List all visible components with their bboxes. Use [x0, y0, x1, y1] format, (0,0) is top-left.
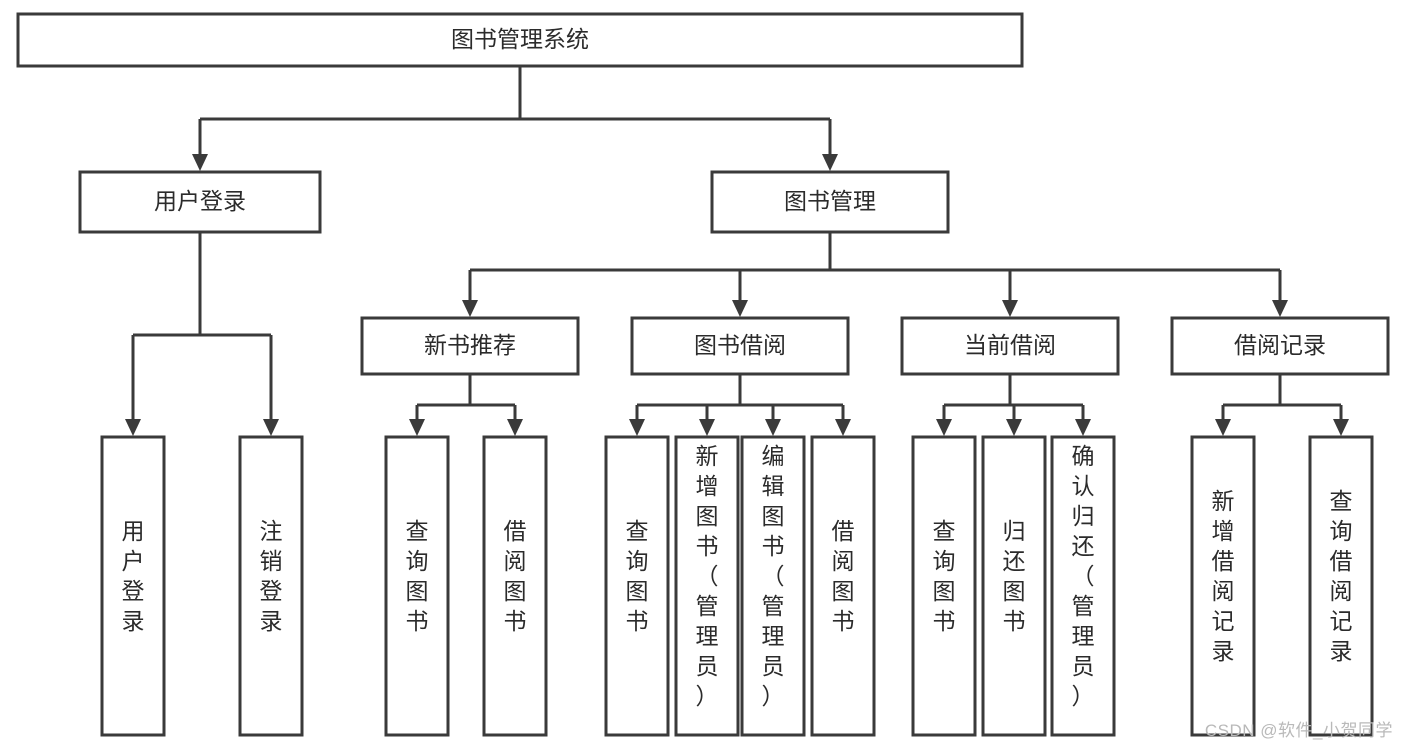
- arrowhead-icon: [629, 419, 645, 436]
- node-box: [674, 435, 740, 737]
- node-box: [900, 316, 1120, 376]
- node-box: [16, 12, 1024, 68]
- arrowhead-icon: [1006, 419, 1022, 436]
- connector-book-manage: [462, 232, 1288, 317]
- arrowhead-icon: [1002, 300, 1018, 317]
- node-box: [360, 316, 580, 376]
- node-leaf-confirm-return[interactable]: 确认归还（管理员）: [1050, 435, 1116, 737]
- arrowhead-icon: [409, 419, 425, 436]
- arrowhead-icon: [507, 419, 523, 436]
- node-box: [1308, 435, 1374, 737]
- arrowhead-icon: [125, 419, 141, 436]
- node-new-book-recommend[interactable]: 新书推荐: [360, 316, 580, 376]
- node-box: [1190, 435, 1256, 737]
- node-leaf-query-book-rec[interactable]: 查询图书: [384, 435, 450, 737]
- node-label: 新书推荐: [424, 332, 516, 358]
- node-borrow-record[interactable]: 借阅记录: [1170, 316, 1390, 376]
- node-label: 用户登录: [122, 518, 145, 634]
- node-leaf-add-record[interactable]: 新增借阅记录: [1190, 435, 1256, 737]
- arrowhead-icon: [1333, 419, 1349, 436]
- node-leaf-return-book[interactable]: 归还图书: [981, 435, 1047, 737]
- node-label: 查询图书: [933, 518, 956, 634]
- node-label: 归还图书: [1003, 518, 1026, 634]
- connector-borrow-record: [1215, 374, 1349, 436]
- node-label: 注销登录: [260, 518, 283, 634]
- arrowhead-icon: [936, 419, 952, 436]
- node-label: 查询借阅记录: [1330, 488, 1353, 664]
- arrowhead-icon: [732, 300, 748, 317]
- node-box: [238, 435, 304, 737]
- node-leaf-query-book-borrow[interactable]: 查询图书: [604, 435, 670, 737]
- arrowhead-icon: [765, 419, 781, 436]
- node-label: 新增借阅记录: [1212, 488, 1235, 664]
- node-box: [740, 435, 806, 737]
- connector-root: [192, 66, 838, 171]
- node-current-borrow[interactable]: 当前借阅: [900, 316, 1120, 376]
- node-leaf-add-book[interactable]: 新增图书（管理员）: [674, 435, 740, 737]
- node-box: [710, 170, 950, 234]
- node-label: 借阅记录: [1234, 332, 1326, 358]
- node-book-borrow[interactable]: 图书借阅: [630, 316, 850, 376]
- node-label: 查询图书: [406, 518, 429, 634]
- node-box: [981, 435, 1047, 737]
- node-box: [100, 435, 166, 737]
- connector-layer: [125, 66, 1349, 436]
- node-label: 图书管理: [784, 188, 876, 214]
- connector-user-login: [125, 232, 279, 436]
- node-label: 确认归还（管理员）: [1072, 443, 1095, 709]
- arrowhead-icon: [462, 300, 478, 317]
- node-label: 图书管理系统: [451, 26, 589, 52]
- node-label: 查询图书: [626, 518, 649, 634]
- node-box: [482, 435, 548, 737]
- node-leaf-borrow-book-rec[interactable]: 借阅图书: [482, 435, 548, 737]
- node-leaf-query-record[interactable]: 查询借阅记录: [1308, 435, 1374, 737]
- node-label: 借阅图书: [832, 518, 855, 634]
- node-label: 借阅图书: [504, 518, 527, 634]
- arrowhead-icon: [1215, 419, 1231, 436]
- node-box: [1170, 316, 1390, 376]
- arrowhead-icon: [192, 154, 208, 171]
- arrowhead-icon: [1075, 419, 1091, 436]
- arrowhead-icon: [1272, 300, 1288, 317]
- arrowhead-icon: [835, 419, 851, 436]
- arrowhead-icon: [822, 154, 838, 171]
- node-user-login[interactable]: 用户登录: [78, 170, 322, 234]
- connector-current-borrow: [936, 374, 1091, 436]
- node-box: [384, 435, 450, 737]
- watermark-label: CSDN @软件_小贺同学: [1204, 721, 1393, 740]
- node-box: [630, 316, 850, 376]
- connector-new-book-recommend: [409, 374, 523, 436]
- node-box: [911, 435, 977, 737]
- arrowhead-icon: [699, 419, 715, 436]
- arrowhead-icon: [263, 419, 279, 436]
- node-leaf-edit-book[interactable]: 编辑图书（管理员）: [740, 435, 806, 737]
- node-box: [78, 170, 322, 234]
- node-box: [810, 435, 876, 737]
- node-leaf-borrow-book[interactable]: 借阅图书: [810, 435, 876, 737]
- node-label: 图书借阅: [694, 332, 786, 358]
- node-label: 新增图书（管理员）: [696, 443, 719, 709]
- node-book-manage[interactable]: 图书管理: [710, 170, 950, 234]
- node-label: 用户登录: [154, 188, 246, 214]
- connector-book-borrow: [629, 374, 851, 436]
- node-leaf-query-book-current[interactable]: 查询图书: [911, 435, 977, 737]
- node-leaf-user-logout[interactable]: 注销登录: [238, 435, 304, 737]
- node-box: [1050, 435, 1116, 737]
- node-root[interactable]: 图书管理系统: [16, 12, 1024, 68]
- node-box: [604, 435, 670, 737]
- node-label: 当前借阅: [964, 332, 1056, 358]
- node-label: 编辑图书（管理员）: [762, 443, 785, 709]
- node-layer: 图书管理系统用户登录图书管理新书推荐图书借阅当前借阅借阅记录用户登录注销登录查询…: [16, 12, 1390, 737]
- node-leaf-user-login[interactable]: 用户登录: [100, 435, 166, 737]
